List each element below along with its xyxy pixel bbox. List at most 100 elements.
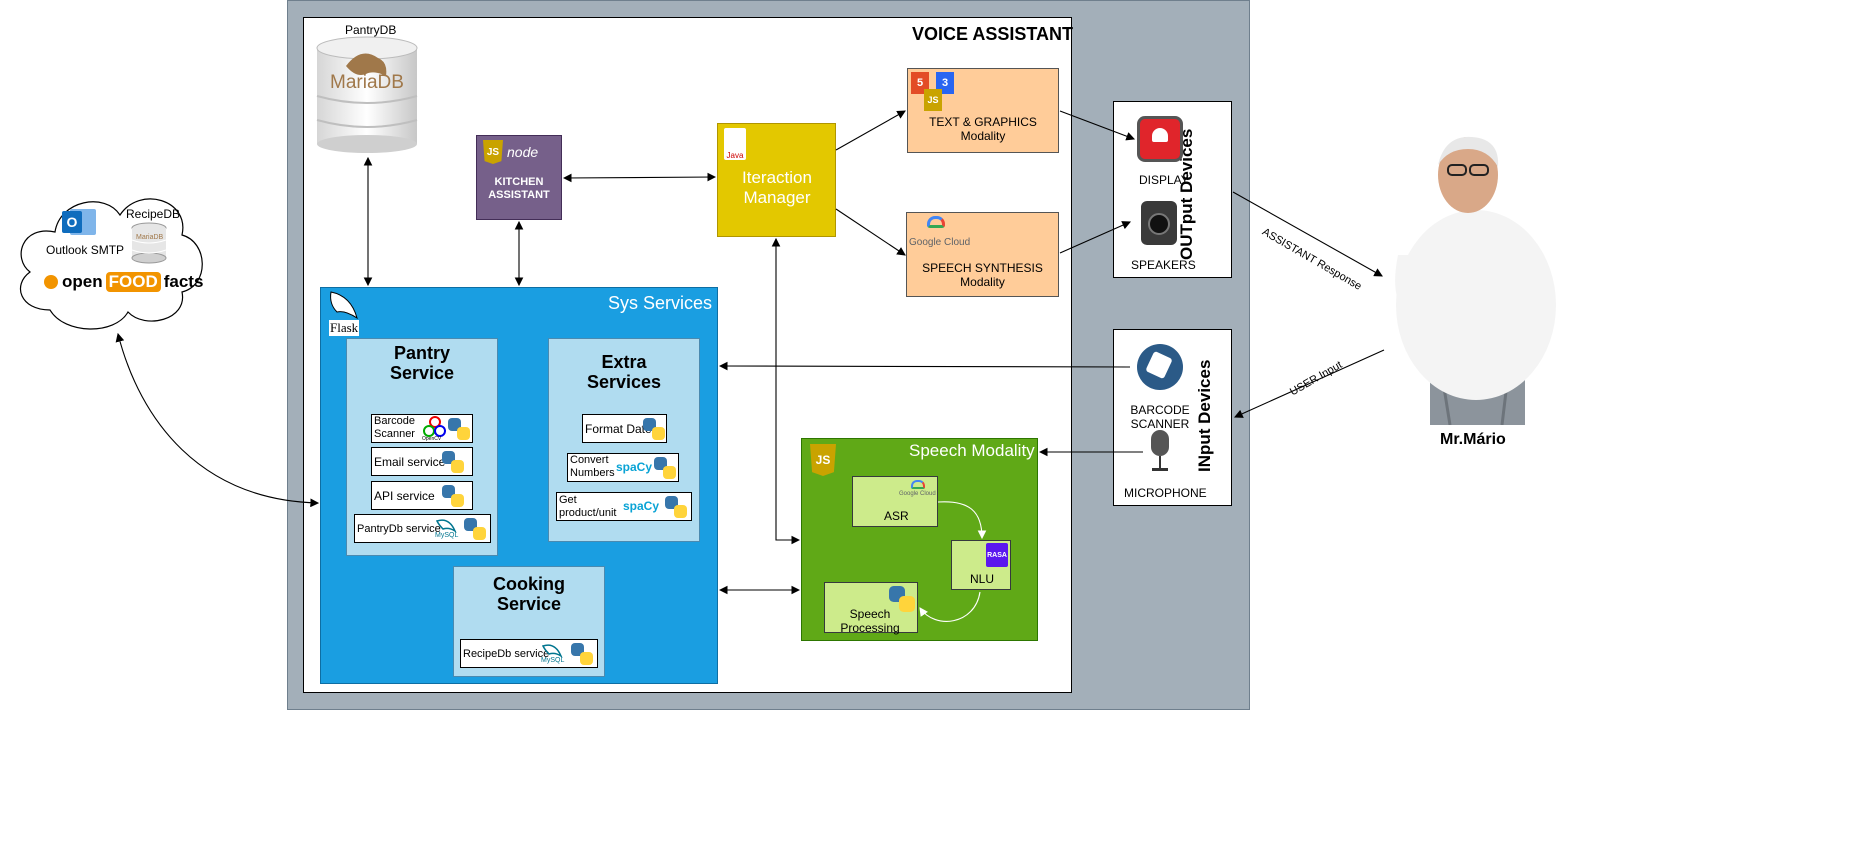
openfoodfacts-part1: open <box>62 272 103 291</box>
format-date-service[interactable]: Format Date <box>582 414 667 443</box>
link-cloud-sysservices <box>115 332 320 508</box>
microphone-label: MICROPHONE <box>1124 486 1207 500</box>
recipedb-label: RecipeDB <box>126 207 181 221</box>
speech-processing-box[interactable]: Speech Processing <box>824 582 918 635</box>
link-speechsynth-speakers <box>1059 221 1132 254</box>
speaker-icon[interactable] <box>1141 201 1177 245</box>
flask-horn-icon <box>330 291 358 320</box>
api-service-label: API service <box>374 489 435 503</box>
barcode-scanner-label: BARCODE SCANNER <box>1130 403 1190 431</box>
python-icon <box>448 418 470 440</box>
recipedb-service-label: RecipeDb service <box>463 648 550 660</box>
user-name-label: Mr.Mário <box>1440 431 1506 448</box>
convert-numbers-label: Convert Numbers <box>570 454 615 479</box>
link-interaction-speechsynth <box>835 208 906 256</box>
speech-processing-label: Speech Processing <box>840 607 900 635</box>
java-icon: Java <box>724 128 746 160</box>
link-outputdevices-user <box>1232 191 1383 277</box>
api-service[interactable]: API service <box>371 481 473 510</box>
python-icon <box>889 586 915 612</box>
recipedb-database-icon: MariaDB <box>130 222 168 264</box>
outlook-smtp-label: Outlook SMTP <box>46 243 125 257</box>
asr-box[interactable]: Google Cloud ASR <box>852 476 938 527</box>
speech-synthesis-modality-box[interactable]: Google Cloud SPEECH SYNTHESIS Modality <box>906 212 1059 297</box>
nlu-box[interactable]: RASA NLU <box>951 540 1011 590</box>
display-icon[interactable] <box>1137 116 1183 162</box>
js-badge-text: JS <box>815 453 831 467</box>
elderly-man-illustration <box>1395 136 1556 426</box>
kitchen-assistant-label: KITCHEN ASSISTANT <box>488 176 550 201</box>
js-badge-icon: JS <box>810 444 836 476</box>
google-cloud-text: Google Cloud <box>909 237 971 248</box>
link-textgraphics-display <box>1059 110 1136 141</box>
asr-label: ASR <box>884 509 909 523</box>
barcode-scanner-icon[interactable] <box>1137 344 1183 390</box>
database-icon <box>131 222 167 264</box>
openfoodfacts-logo: open FOOD facts <box>44 272 203 292</box>
display-label: DISPLAY <box>1139 173 1189 187</box>
get-product-unit-label: Get product/unit <box>559 494 617 519</box>
python-icon <box>571 643 593 665</box>
opencv-label: OpenCV <box>422 436 442 442</box>
outlook-icon: O <box>62 207 96 237</box>
link-nlu-speechprocessing <box>919 591 981 622</box>
mysql-dolphin-icon <box>435 519 457 534</box>
format-date-label: Format Date <box>585 422 652 436</box>
rasa-logo-text: RASA <box>987 551 1007 559</box>
barcode-scanner-service-label: Barcode Scanner <box>374 415 415 440</box>
mariadb-logo-text: MariaDB <box>330 72 404 93</box>
spacy-logo: spaCy <box>616 460 653 474</box>
recipedb-service[interactable]: RecipeDb service MySQL <box>460 639 598 668</box>
spacy-logo: spaCy <box>623 499 660 513</box>
mysql-dolphin-icon <box>541 644 563 659</box>
speech-synthesis-sub: Modality <box>960 275 1005 289</box>
js-badge-text: JS <box>927 95 939 105</box>
text-graphics-title: TEXT & GRAPHICS <box>929 115 1037 129</box>
mysql-icon: MySQL <box>541 642 567 667</box>
email-service[interactable]: Email service <box>371 447 473 476</box>
openfoodfacts-part3: facts <box>163 272 204 291</box>
kitchen-assistant-box[interactable]: JS node KITCHEN ASSISTANT <box>476 135 562 220</box>
sys-services-title: Sys Services <box>608 293 713 313</box>
get-product-unit-service[interactable]: Get product/unit spaCy <box>556 492 692 521</box>
link-kitchen-interaction <box>562 172 717 183</box>
speech-synthesis-label: SPEECH SYNTHESIS Modality <box>907 261 1058 289</box>
link-interaction-speechmodality <box>771 237 801 545</box>
css3-badge-text: 3 <box>941 77 949 89</box>
pantrydb-service-label: PantryDb service <box>357 523 441 535</box>
flask-logo-text: Flask <box>329 320 360 336</box>
speech-modality-title: Speech Modality <box>909 441 1035 460</box>
email-service-label: Email service <box>374 455 446 469</box>
speakers-label: SPEAKERS <box>1131 258 1196 272</box>
barcode-scanner-service[interactable]: Barcode Scanner OpenCV <box>371 414 473 443</box>
css3-icon: 3 <box>936 72 954 94</box>
flask-logo: Flask <box>327 290 367 336</box>
pantrydb-label: PantryDB <box>345 23 397 37</box>
python-icon <box>464 518 486 540</box>
html5-icon: 5 <box>911 72 929 94</box>
orange-icon <box>44 275 58 289</box>
microphone-icon[interactable] <box>1147 430 1173 474</box>
html5-badge-text: 5 <box>916 77 924 89</box>
link-interaction-textgraphics <box>835 110 906 151</box>
text-graphics-label: TEXT & GRAPHICS Modality <box>908 115 1058 143</box>
mysql-icon: MySQL <box>435 517 461 542</box>
convert-numbers-service[interactable]: Convert Numbers spaCy <box>567 453 679 482</box>
cooking-service-title: Cooking Service <box>493 574 565 614</box>
google-cloud-icon <box>911 480 925 489</box>
text-graphics-sub: Modality <box>960 129 1006 143</box>
pantry-service-title: Pantry Service <box>389 343 455 383</box>
mysql-label: MySQL <box>541 657 565 664</box>
user-figure <box>1390 135 1562 426</box>
pantrydb-service[interactable]: PantryDb service MySQL <box>354 514 491 543</box>
java-logo-text: Java <box>726 151 744 160</box>
opencv-icon: OpenCV <box>422 416 446 442</box>
voice-assistant-title: VOICE ASSISTANT <box>912 24 1074 44</box>
js-icon: JS <box>924 89 942 111</box>
pantrydb-database-icon: MariaDB <box>316 36 418 154</box>
interaction-manager-box[interactable]: Java Iteraction Manager <box>717 123 836 237</box>
python-icon <box>665 496 687 518</box>
text-graphics-modality-box[interactable]: 5 3 JS TEXT & GRAPHICS Modality <box>907 68 1059 153</box>
mariadb-small-text: MariaDB <box>136 234 164 241</box>
